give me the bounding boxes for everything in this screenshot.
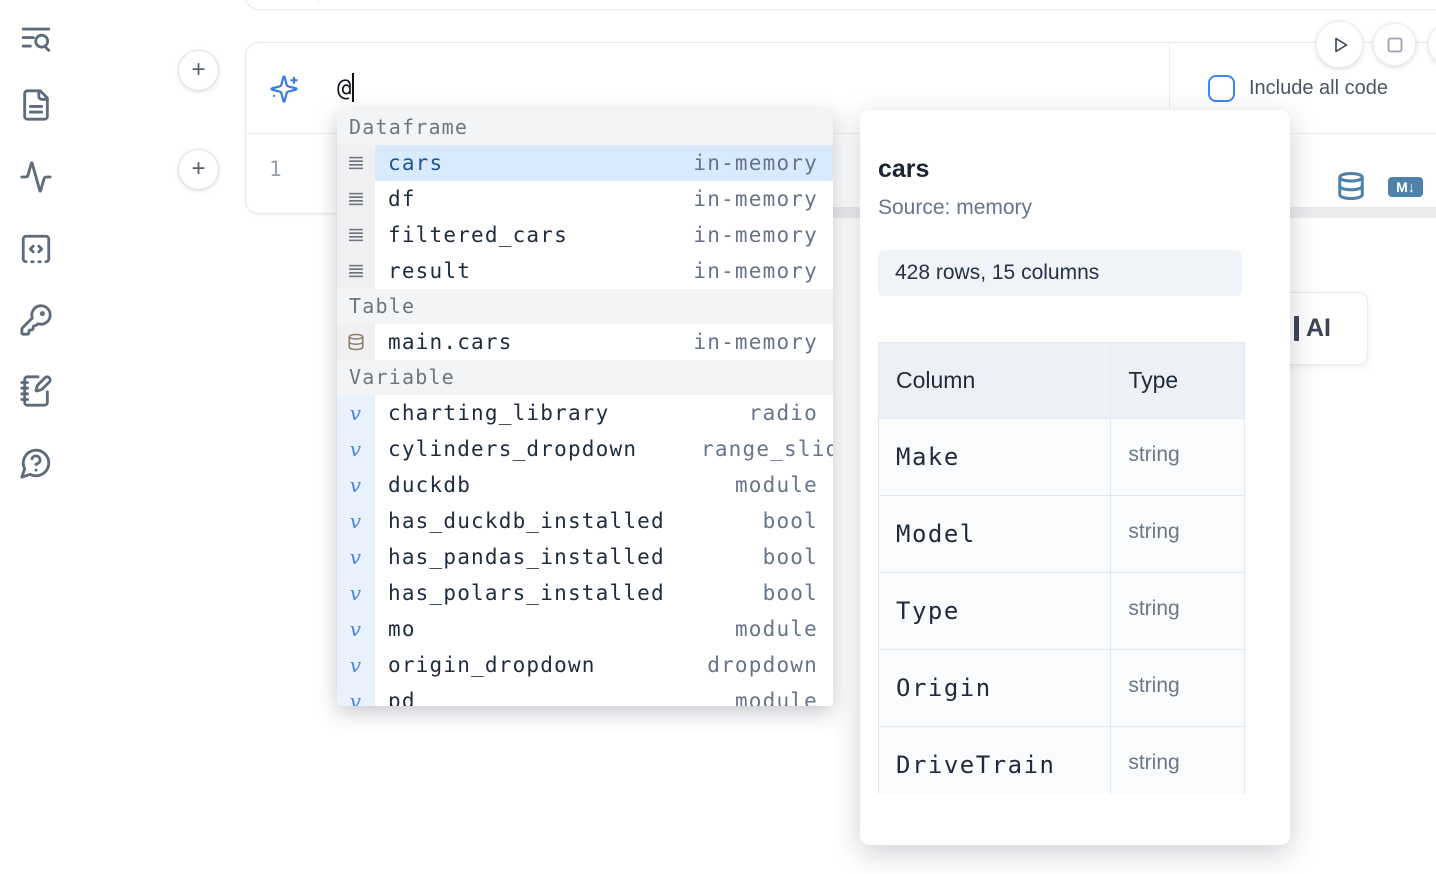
schema-row: Type string xyxy=(879,573,1245,650)
convert-to-sql-database-icon[interactable] xyxy=(1336,170,1366,202)
schema-header-type: Type xyxy=(1111,343,1245,418)
stop-button[interactable] xyxy=(1373,23,1416,66)
variable-icon: v xyxy=(337,683,375,706)
autocomplete-item-mo[interactable]: v mo module xyxy=(337,611,833,647)
include-all-code-checkbox[interactable] xyxy=(1208,75,1235,102)
code-snippet-icon[interactable] xyxy=(19,232,53,266)
dataframe-icon xyxy=(337,181,375,217)
help-chat-icon[interactable] xyxy=(19,446,53,480)
dataframe-icon xyxy=(337,253,375,289)
dataframe-icon xyxy=(337,145,375,181)
autocomplete-item-has-pandas-installed[interactable]: v has_pandas_installed bool xyxy=(337,539,833,575)
section-header-variable: Variable xyxy=(337,360,833,395)
table-database-icon xyxy=(337,324,375,360)
autocomplete-item-df[interactable]: df in-memory xyxy=(337,181,833,217)
include-all-code-label: Include all code xyxy=(1249,77,1388,100)
sparkles-icon xyxy=(269,74,299,104)
line-number: 1 xyxy=(269,157,282,181)
schema-row: Origin string xyxy=(879,650,1245,727)
autocomplete-item-filtered-cars[interactable]: filtered_cars in-memory xyxy=(337,217,833,253)
variable-icon: v xyxy=(337,431,375,467)
autocomplete-item-cars[interactable]: cars in-memory xyxy=(337,145,833,181)
clipped-glyph xyxy=(1294,316,1299,341)
section-header-dataframe: Dataframe xyxy=(337,110,833,145)
autocomplete-item-main-cars[interactable]: main.cars in-memory xyxy=(337,324,833,360)
autocomplete-item-duckdb[interactable]: v duckdb module xyxy=(337,467,833,503)
schema-row: Model string xyxy=(879,496,1245,573)
previous-cell-gutter-divider xyxy=(318,0,319,2)
variable-icon: v xyxy=(337,575,375,611)
schema-header-row: Column Type xyxy=(879,343,1245,419)
text-cursor xyxy=(352,73,354,102)
add-cell-above-button[interactable]: + xyxy=(178,50,219,91)
variable-icon: v xyxy=(337,395,375,431)
preview-shape-badge: 428 rows, 15 columns xyxy=(878,250,1242,296)
schema-row: Make string xyxy=(879,419,1245,496)
run-cell-button[interactable] xyxy=(1316,21,1363,68)
dataframe-preview-panel: cars Source: memory 428 rows, 15 columns… xyxy=(860,110,1290,845)
file-document-icon[interactable] xyxy=(19,88,53,122)
variable-icon: v xyxy=(337,503,375,539)
convert-to-markdown-icon[interactable]: M↓ xyxy=(1388,177,1423,197)
prompt-value: @ xyxy=(337,74,351,102)
variable-icon: v xyxy=(337,647,375,683)
autocomplete-item-pd[interactable]: v pd module xyxy=(337,683,833,706)
toc-search-icon[interactable] xyxy=(19,22,53,56)
section-header-table: Table xyxy=(337,289,833,324)
autocomplete-item-has-duckdb-installed[interactable]: v has_duckdb_installed bool xyxy=(337,503,833,539)
activity-icon[interactable] xyxy=(19,160,53,194)
variable-icon: v xyxy=(337,539,375,575)
variable-icon: v xyxy=(337,611,375,647)
variable-icon: v xyxy=(337,467,375,503)
preview-schema-table: Column Type Make string Model string Typ… xyxy=(878,342,1245,794)
scratchpad-icon[interactable] xyxy=(19,374,53,408)
ai-prompt-input[interactable]: @ xyxy=(337,73,354,102)
preview-source: Source: memory xyxy=(878,196,1272,220)
include-all-code-option: Include all code xyxy=(1208,75,1388,102)
dataframe-icon xyxy=(337,217,375,253)
autocomplete-item-result[interactable]: result in-memory xyxy=(337,253,833,289)
ai-button-label: AI xyxy=(1306,314,1331,343)
key-icon[interactable] xyxy=(19,303,53,337)
autocomplete-dropdown: Dataframe cars in-memory df in-memory fi… xyxy=(337,110,833,706)
schema-header-column: Column xyxy=(879,343,1111,418)
preview-title: cars xyxy=(878,155,1272,184)
autocomplete-item-charting-library[interactable]: v charting_library radio xyxy=(337,395,833,431)
autocomplete-item-cylinders-dropdown[interactable]: v cylinders_dropdown range_slider xyxy=(337,431,833,467)
schema-row: DriveTrain string xyxy=(879,727,1245,794)
autocomplete-item-origin-dropdown[interactable]: v origin_dropdown dropdown xyxy=(337,647,833,683)
add-cell-below-button[interactable]: + xyxy=(178,149,219,190)
autocomplete-item-has-polars-installed[interactable]: v has_polars_installed bool xyxy=(337,575,833,611)
previous-cell-edge xyxy=(245,0,1436,10)
